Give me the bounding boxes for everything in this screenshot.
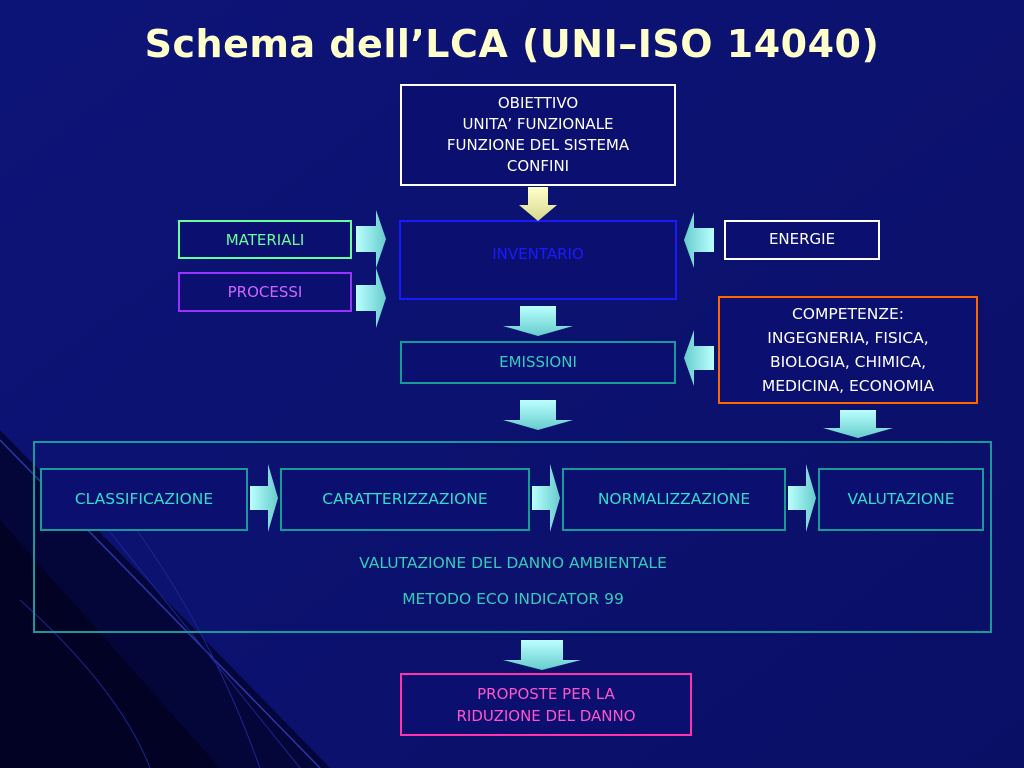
arrow-right-stage1-icon (250, 464, 278, 532)
materials-box: MATERIALI (178, 220, 352, 259)
damage-assessment-caption: VALUTAZIONE DEL DANNO AMBIENTALE (359, 554, 667, 572)
classification-box: CLASSIFICAZIONE (40, 468, 248, 531)
materials-label: MATERIALI (225, 231, 305, 249)
arrow-right-processes-icon (356, 268, 386, 328)
arrow-left-competences-icon (684, 330, 714, 386)
normalization-box: NORMALIZZAZIONE (562, 468, 786, 531)
impact-assessment-container (33, 441, 992, 633)
arrow-down-assessment-icon (503, 640, 581, 670)
processes-label: PROCESSI (227, 283, 303, 301)
competences-line: BIOLOGIA, CHIMICA, (769, 353, 927, 371)
arrow-right-stage2-icon (532, 464, 560, 532)
competences-line: MEDICINA, ECONOMIA (761, 377, 935, 395)
boundaries-line: CONFINI (506, 157, 570, 175)
proposals-box: PROPOSTE PER LA RIDUZIONE DEL DANNO (400, 673, 692, 736)
energy-box: ENERGIE (724, 220, 880, 260)
proposals-line: RIDUZIONE DEL DANNO (456, 706, 636, 725)
classification-label: CLASSIFICAZIONE (74, 490, 214, 508)
energy-label: ENERGIE (768, 230, 836, 248)
page-title: Schema dell’LCA (UNI–ISO 14040) (144, 22, 880, 66)
characterization-label: CARATTERIZZAZIONE (322, 490, 488, 508)
functional-unit-line: UNITA’ FUNZIONALE (462, 115, 614, 133)
arrow-down-objective-icon (519, 187, 557, 221)
arrow-down-competences-icon (823, 410, 893, 438)
objective-box: OBIETTIVO UNITA’ FUNZIONALE FUNZIONE DEL… (400, 84, 676, 186)
decorative-line (19, 599, 151, 768)
arrow-down-inventory-icon (503, 306, 573, 336)
system-function-line: FUNZIONE DEL SISTEMA (446, 136, 630, 154)
inventory-box: INVENTARIO (399, 220, 677, 300)
competences-box: COMPETENZE: INGEGNERIA, FISICA, BIOLOGIA… (718, 296, 978, 404)
evaluation-label: VALUTAZIONE (847, 490, 955, 508)
processes-box: PROCESSI (178, 272, 352, 312)
competences-line: INGEGNERIA, FISICA, (767, 329, 929, 347)
emissions-label: EMISSIONI (499, 353, 577, 371)
arrow-down-emissions-icon (503, 400, 573, 430)
arrow-right-stage3-icon (788, 464, 816, 532)
arrow-left-energy-icon (684, 212, 714, 268)
arrow-right-materials-icon (356, 210, 386, 268)
dark-corner-wedge-inner (0, 520, 220, 768)
normalization-label: NORMALIZZAZIONE (597, 490, 751, 508)
proposals-line: PROPOSTE PER LA (477, 684, 615, 703)
objective-line: OBIETTIVO (497, 94, 579, 112)
competences-line: COMPETENZE: (791, 305, 905, 323)
method-caption: METODO ECO INDICATOR 99 (402, 590, 624, 608)
emissions-box: EMISSIONI (400, 341, 676, 384)
evaluation-box: VALUTAZIONE (818, 468, 984, 531)
characterization-box: CARATTERIZZAZIONE (280, 468, 530, 531)
inventory-label: INVENTARIO (492, 245, 584, 263)
